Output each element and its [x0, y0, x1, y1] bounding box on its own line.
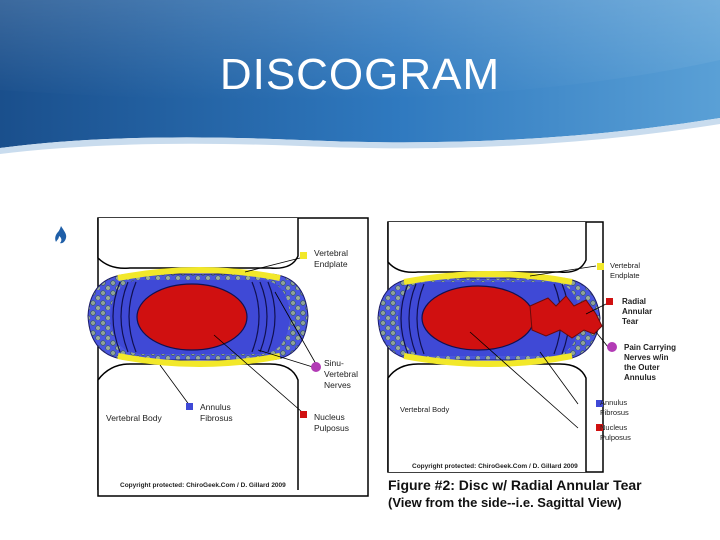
figure2-pain-nerve-marker: [607, 342, 617, 352]
figure1-sinu-label-3: Nerves: [324, 380, 351, 390]
figure1-upper-endplate: [117, 267, 281, 281]
figure1-upper-vertebra: [97, 218, 299, 270]
figure2-endplate-marker: [597, 263, 604, 270]
figure1-sinu-label-1: Sinu-: [324, 358, 344, 368]
figure2-tear-label-2: Annular: [622, 307, 652, 316]
figure2-caption: Figure #2: Disc w/ Radial Annular Tear (…: [388, 476, 642, 512]
figure2-upper-vertebra: [387, 222, 587, 274]
figure1-endplate-marker: [300, 252, 307, 259]
figure1-nucleus-marker: [300, 411, 307, 418]
figure1-annulus-label-1: Annulus: [200, 402, 231, 412]
figure1-nerve-marker: [311, 362, 321, 372]
figure2-body-label: Vertebral Body: [400, 405, 449, 414]
figure2-pain-label-4: Annulus: [624, 373, 657, 382]
figure1-annulus-marker: [186, 403, 193, 410]
figure2-pain-label-2: Nerves w/in: [624, 353, 669, 362]
figure2-caption-title: Figure #2: Disc w/ Radial Annular Tear: [388, 477, 642, 493]
figure1-lower-endplate: [117, 353, 281, 367]
figure1-nucleus: [136, 283, 248, 351]
figure1-lower-vertebra: [97, 363, 299, 490]
figure2-endplate-label-2: Endplate: [610, 271, 640, 280]
figure2-tear-marker: [606, 298, 613, 305]
figure2-pain-label-3: the Outer: [624, 363, 660, 372]
figure2-lower-vertebra: [387, 363, 587, 472]
figure2-annulus-label-1: Annulus: [600, 398, 627, 407]
figure2-endplate-label-1: Vertebral: [610, 261, 640, 270]
figure2-nucleus: [421, 285, 535, 351]
slide-header: DISCOGRAM: [0, 0, 720, 160]
figure2-nucleus-marker: [596, 424, 603, 431]
figure2-nucleus-label-2: Pulposus: [600, 433, 631, 442]
figure1-annulus-label-2: Fibrosus: [200, 413, 233, 423]
header-background: [0, 0, 720, 154]
figure2-annulus-label-2: Fibrosus: [600, 408, 629, 417]
figure1-nucleus-label-1: Nucleus: [314, 412, 345, 422]
figure2-pain-label-1: Pain Carrying: [624, 343, 676, 352]
figure1-copyright: Copyright protected: ChiroGeek.Com / D. …: [120, 482, 286, 489]
figure2-caption-subtitle: (View from the side--i.e. Sagittal View): [388, 495, 622, 510]
figure2-lower-endplate: [403, 353, 573, 367]
figure1-sinu-label-2: Vertebral: [324, 369, 358, 379]
figure1-body-label: Vertebral Body: [106, 413, 163, 423]
figure1-annulus-rings: [112, 281, 276, 353]
figure2-nucleus-label-1: Nucleus: [600, 423, 627, 432]
figure2-annular-tear: [529, 295, 603, 339]
figure2-tear-label-3: Tear: [622, 317, 638, 326]
figure2-copyright: Copyright protected: ChiroGeek.Com / D. …: [412, 463, 578, 470]
slide-title: DISCOGRAM: [219, 50, 501, 99]
figure1-endplate-label-2: Endplate: [314, 259, 348, 269]
figure1-endplate-label-1: Vertebral: [314, 248, 348, 258]
flame-bullet-icon: [54, 226, 68, 249]
figure2-annulus-marker: [596, 400, 603, 407]
figure1-nucleus-label-2: Pulposus: [314, 423, 349, 433]
figure2-upper-endplate: [403, 271, 573, 285]
figure2-tear-label-1: Radial: [622, 297, 646, 306]
